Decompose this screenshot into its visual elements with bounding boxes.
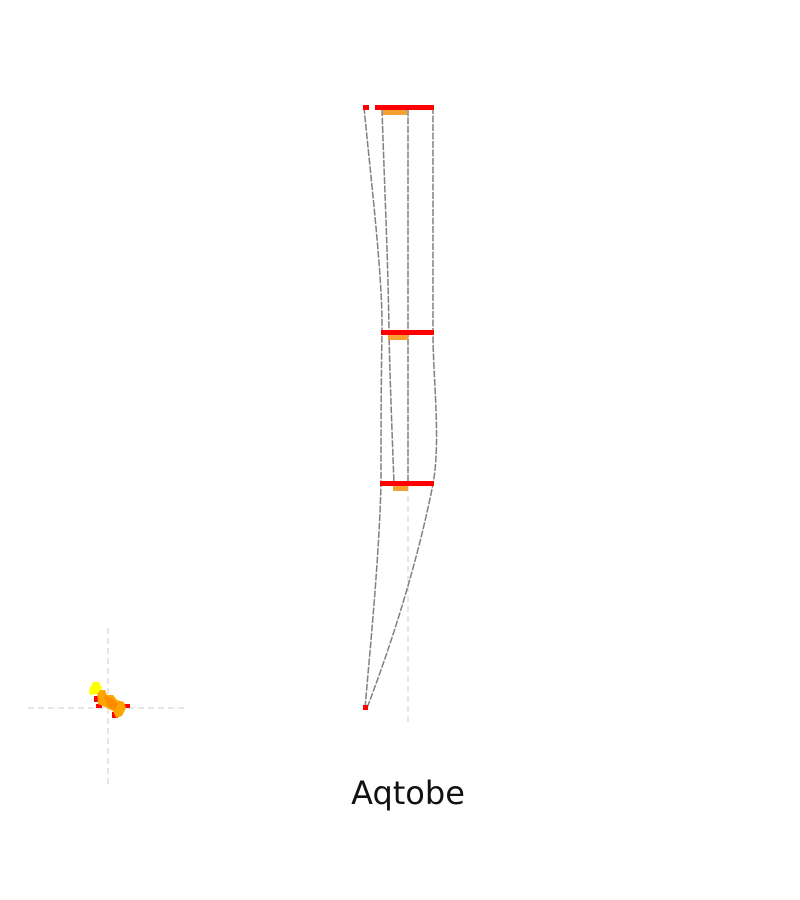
band-top-red-left: [363, 105, 369, 110]
band-lower-red: [380, 481, 434, 486]
outline-right-edge: [366, 107, 438, 709]
region-bands: [363, 105, 434, 710]
reference-axes: [28, 106, 409, 788]
locator-region-yellow: [89, 682, 102, 695]
band-top-red: [375, 105, 434, 110]
outline-bottom-point: [363, 705, 368, 710]
map-title: Aqtobe: [351, 774, 465, 812]
band-lower-orange: [393, 486, 408, 491]
outline-left-edge: [363, 106, 383, 709]
locator-region-red: [94, 696, 100, 702]
band-top-orange: [383, 110, 407, 115]
band-middle-orange: [388, 335, 408, 340]
band-middle-red: [381, 330, 434, 335]
locator-region-red: [96, 704, 102, 708]
outline-inner-edge: [381, 108, 395, 485]
locator-map: [89, 682, 130, 718]
region-outline: [363, 106, 438, 709]
locator-region-amber: [104, 696, 118, 710]
